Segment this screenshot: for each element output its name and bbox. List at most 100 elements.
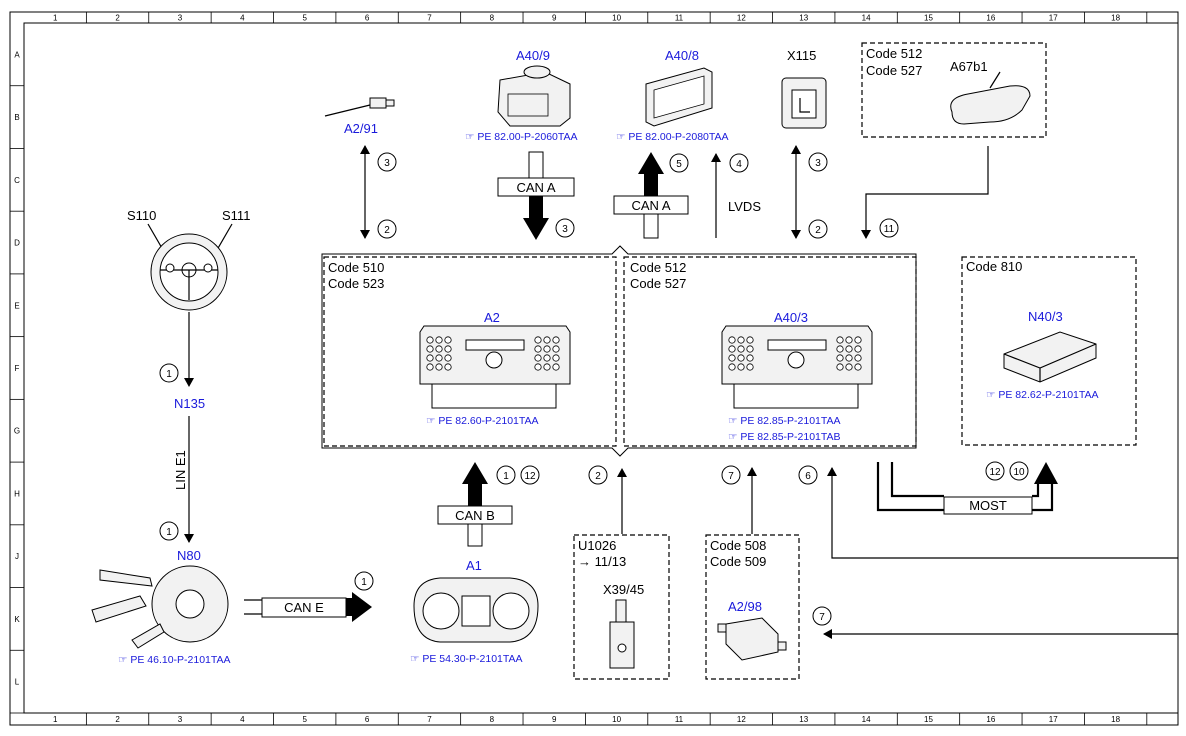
n40-3-body	[1003, 331, 1097, 383]
a2-98-body	[725, 617, 779, 661]
marker-u1026-2	[588, 465, 608, 485]
head-unit-button	[836, 336, 844, 344]
a67b1-link-arrow	[861, 230, 871, 239]
row-letter: F	[15, 364, 20, 373]
x115-port	[791, 89, 817, 119]
marker-right-6-text: 6	[805, 471, 811, 482]
x39-45-port	[617, 643, 627, 653]
head-unit-button	[534, 336, 542, 344]
can-e-label: CAN E	[284, 600, 324, 615]
row-letter: D	[14, 239, 20, 248]
column-number: 4	[240, 14, 245, 23]
a40-8-ref: ☞ PE 82.00-P-2080TAA	[616, 131, 729, 143]
a2-buttons-left	[426, 336, 452, 371]
marker-x115-2	[808, 219, 828, 239]
a67b1-label: A67b1	[950, 59, 988, 74]
marker-a67-11	[879, 218, 899, 238]
n40-3-label: N40/3	[1028, 309, 1063, 324]
u1026-ref: → 11/13	[578, 554, 626, 569]
column-number: 6	[365, 14, 370, 23]
u1026-label: U1026	[578, 538, 616, 553]
a2-knob	[485, 351, 503, 369]
head-unit-button	[737, 336, 745, 344]
s110-buttons	[165, 263, 175, 273]
n40-3-group: Code 810 N40/3 ☞ PE 82.62-P-2101TAA	[961, 256, 1137, 446]
head-unit-button	[543, 354, 551, 362]
can-b-bus: CAN B 1 12	[437, 462, 540, 547]
can-a-up-label: CAN A	[631, 198, 670, 213]
a2-98-code-box	[705, 534, 800, 680]
column-number: 5	[302, 715, 307, 724]
head-unit-button	[845, 354, 853, 362]
can-a-up-bus: CAN A 5	[613, 152, 689, 239]
most-box	[943, 496, 1033, 515]
column-number: 1	[53, 14, 58, 23]
a2-code-box	[323, 256, 617, 447]
marker-x115-3	[808, 152, 828, 172]
column-number: 11	[675, 14, 684, 23]
column-number: 7	[427, 14, 432, 23]
head-unit-button	[737, 345, 745, 353]
a2-98-code-2: Code 509	[710, 554, 766, 569]
head-unit-button	[426, 336, 434, 344]
x115-component: X115	[781, 48, 827, 129]
head-unit-button	[435, 363, 443, 371]
column-number: 18	[1111, 715, 1120, 724]
marker-a40-9-3-text: 3	[562, 224, 568, 235]
head-unit-button	[836, 345, 844, 353]
a2-91-body	[369, 97, 387, 109]
a67b1-mirror	[950, 85, 1031, 125]
head-unit-button	[426, 363, 434, 371]
row-letter: B	[14, 113, 19, 122]
lin-e1-arrow	[184, 534, 194, 543]
column-number: 16	[986, 14, 995, 23]
most-arrowhead	[1034, 462, 1058, 484]
marker-a40-9-3	[555, 218, 575, 238]
row-letter: K	[14, 615, 20, 624]
head-unit-button	[543, 336, 551, 344]
column-number: 10	[612, 14, 621, 23]
head-unit-button	[728, 354, 736, 362]
x115-port-detail	[799, 98, 810, 113]
marker-a2-91-3-text: 3	[384, 158, 390, 169]
marker-most-10-text: 10	[1013, 467, 1025, 478]
can-e-stub	[244, 599, 262, 615]
column-number: 8	[490, 14, 495, 23]
head-unit-button	[552, 345, 560, 353]
head-unit-button	[543, 345, 551, 353]
marker-n135-1-text: 1	[166, 369, 172, 380]
marker-lvds-4-text: 4	[736, 159, 742, 170]
marker-a2-98-7-text: 7	[728, 471, 734, 482]
column-number: 12	[737, 715, 746, 724]
head-unit-button	[854, 354, 862, 362]
marker-n135-1	[159, 363, 179, 383]
a67b1-link	[865, 146, 989, 238]
marker-cane-1-text: 1	[361, 577, 367, 588]
column-number: 1	[53, 715, 58, 724]
row-letter: C	[14, 176, 20, 185]
a40-3-code-1: Code 512	[630, 260, 686, 275]
column-number: 9	[552, 715, 557, 724]
marker-a40-8-5	[669, 153, 689, 173]
most-label: MOST	[969, 498, 1007, 513]
row-letter: E	[14, 301, 19, 310]
can-a-down-label: CAN A	[516, 180, 555, 195]
head-unit-button	[534, 363, 542, 371]
a2-ref: ☞ PE 82.60-P-2101TAA	[426, 415, 539, 427]
a40-9-detail	[507, 93, 549, 117]
head-unit-button	[444, 336, 452, 344]
a2-code-2: Code 523	[328, 276, 384, 291]
column-number: 14	[862, 715, 871, 724]
head-unit-button	[746, 336, 754, 344]
marker-right-6	[798, 465, 818, 485]
row-letter: L	[15, 678, 20, 687]
marker-a2-91-2-text: 2	[384, 225, 390, 236]
most-line	[876, 462, 1054, 512]
marker-canb-12-text: 12	[524, 471, 536, 482]
n40-3-ref: ☞ PE 82.62-P-2101TAA	[986, 389, 1099, 401]
column-number: 2	[115, 715, 120, 724]
x115-link-arrow-up	[791, 145, 801, 154]
head-unit-button	[435, 345, 443, 353]
